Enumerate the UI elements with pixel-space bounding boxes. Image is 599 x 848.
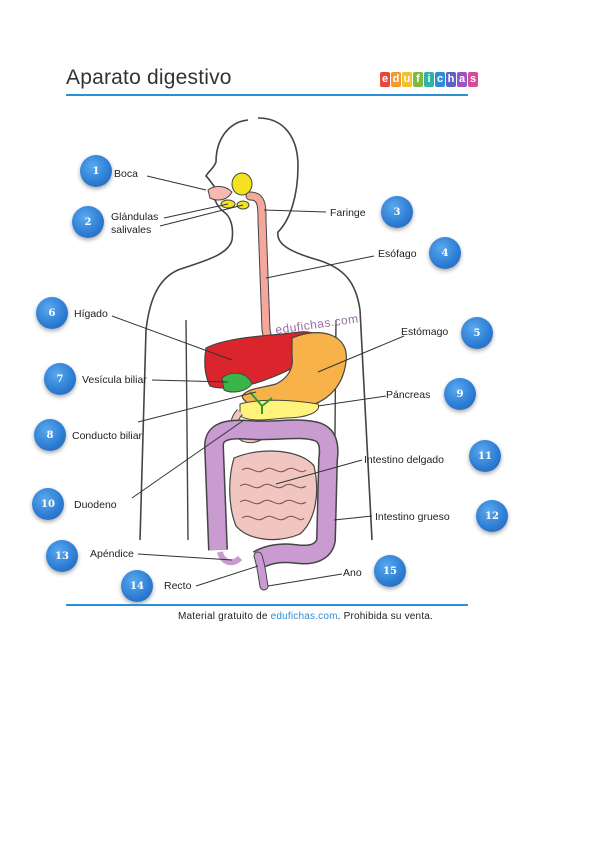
logo-letter: i: [424, 72, 434, 87]
number-badge-1: 1: [80, 155, 112, 187]
label-intestino-delgado: Intestino delgado: [364, 454, 444, 466]
leader-line: [159, 204, 244, 227]
logo-letter: c: [435, 72, 445, 87]
number-badge-11: 11: [469, 440, 501, 472]
leader-line: [263, 209, 327, 213]
number-badge-4: 4: [429, 237, 461, 269]
label-ano: Ano: [343, 567, 362, 579]
number-badge-13: 13: [46, 540, 78, 572]
logo-letter: e: [380, 72, 390, 87]
leader-line: [267, 573, 343, 587]
footer-text: Material gratuito de: [178, 611, 271, 622]
logo-letter: u: [402, 72, 412, 87]
label-boca: Boca: [114, 168, 138, 180]
logo-letter: h: [446, 72, 456, 87]
number-badge-9: 9: [444, 378, 476, 410]
pancreas-shape: [239, 399, 320, 421]
body-outline: [257, 117, 373, 541]
body-outline: [139, 119, 249, 541]
leader-line: [131, 419, 245, 499]
appendix-shape: [217, 551, 243, 566]
number-badge-8: 8: [34, 419, 66, 451]
large-intestine-shape: [205, 420, 338, 568]
header-rule: [66, 94, 468, 96]
footer-text-end: . Prohibida su venta.: [337, 611, 434, 622]
label-pancreas: Páncreas: [386, 389, 431, 401]
small-intestine-shape: [229, 450, 318, 541]
gallbladder-shape: [221, 372, 253, 393]
label-vesicula-biliar: Vesícula biliar: [82, 374, 147, 386]
small-intestine-shape: [239, 467, 307, 521]
esophagus-shape: [246, 192, 282, 356]
label-apendice: Apéndice: [90, 548, 134, 560]
rectum-shape: [254, 552, 268, 590]
footer-note: Material gratuito de edufichas.com. Proh…: [178, 611, 433, 622]
label-recto: Recto: [164, 580, 192, 592]
leader-line: [265, 255, 375, 279]
label-esofago: Esófago: [378, 248, 417, 260]
logo-letter: a: [457, 72, 467, 87]
leader-line: [333, 515, 373, 521]
number-badge-12: 12: [476, 500, 508, 532]
mouth-shape: [207, 185, 233, 201]
leader-line: [317, 395, 387, 407]
edufichas-logo: e d u f i c h a s: [380, 72, 478, 87]
leader-line: [317, 335, 405, 373]
leader-line: [163, 203, 229, 219]
number-badge-5: 5: [461, 317, 493, 349]
leader-line: [151, 379, 229, 383]
footer-link[interactable]: edufichas.com: [270, 611, 338, 622]
label-duodeno: Duodeno: [74, 499, 117, 511]
label-glandulas-salivales: Glándulas salivales: [111, 211, 159, 236]
label-intestino-grueso: Intestino grueso: [375, 511, 450, 523]
logo-letter: d: [391, 72, 401, 87]
label-faringe: Faringe: [330, 207, 366, 219]
bile-duct-shape: [249, 391, 273, 414]
number-badge-14: 14: [121, 570, 153, 602]
body-outline: [185, 319, 189, 541]
leader-lines: [111, 175, 405, 587]
leader-line: [137, 391, 257, 423]
number-badge-10: 10: [32, 488, 64, 520]
label-estomago: Estómago: [401, 326, 449, 338]
footer-rule: [66, 604, 468, 606]
number-badge-6: 6: [36, 297, 68, 329]
label-conducto-biliar: Conducto biliar: [72, 430, 143, 442]
logo-letter: s: [468, 72, 478, 87]
leader-line: [195, 565, 259, 587]
number-badge-7: 7: [44, 363, 76, 395]
number-badge-3: 3: [381, 196, 413, 228]
page-title: Aparato digestivo: [66, 66, 232, 89]
leader-line: [146, 175, 207, 191]
leader-line: [111, 315, 233, 361]
number-badge-15: 15: [374, 555, 406, 587]
logo-letter: f: [413, 72, 423, 87]
leader-line: [137, 553, 233, 561]
leader-line: [275, 459, 363, 485]
salivary-gland-shape: [231, 172, 253, 196]
number-badge-2: 2: [72, 206, 104, 238]
label-higado: Hígado: [74, 308, 108, 320]
